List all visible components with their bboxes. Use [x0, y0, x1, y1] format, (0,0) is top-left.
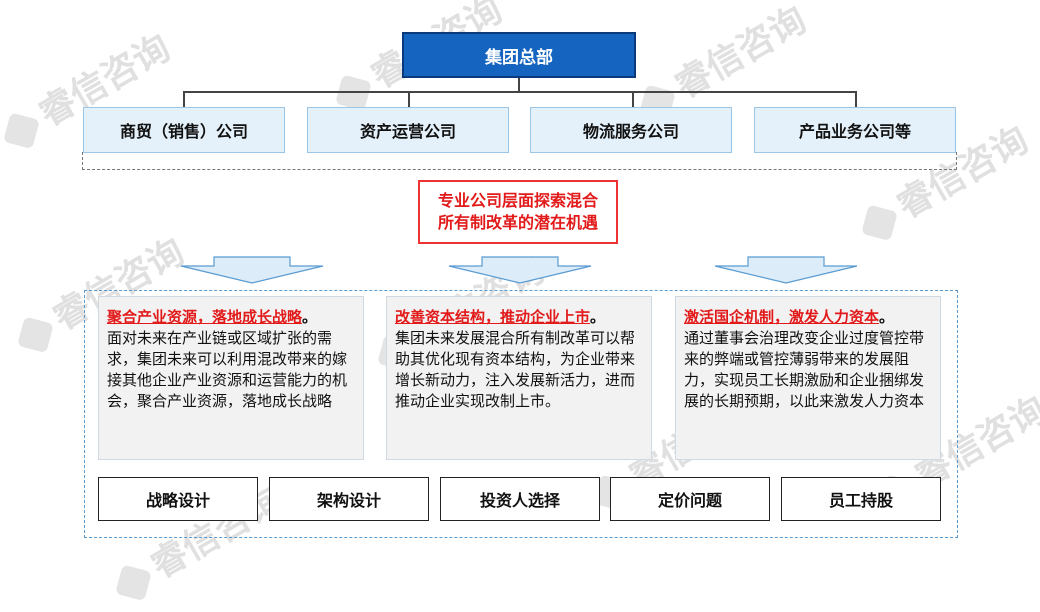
topic-investor-selection: 投资人选择 [440, 477, 600, 521]
opportunities-container [84, 290, 958, 538]
connector-line [408, 91, 410, 107]
topic-pricing: 定价问题 [610, 477, 770, 521]
card-title: 改善资本结构，推动企业上市 [395, 308, 591, 326]
card-body: 面对未来在产业链或区域扩张的需求，集团未来可以利用混改带来的嫁接其他企业产业资源… [107, 329, 348, 410]
topic-strategy-design: 战略设计 [98, 477, 258, 521]
subsidiary-box: 产品业务公司等 [754, 107, 956, 153]
connector-line [518, 78, 520, 92]
subsidiary-label: 商贸（销售）公司 [119, 122, 248, 141]
down-arrow-icon [714, 256, 858, 284]
down-arrow-icon [448, 256, 592, 284]
card-title-period: 。 [879, 308, 895, 326]
card-title-period: 。 [302, 308, 318, 326]
watermark-logo-icon [3, 112, 40, 150]
callout-line-1: 专业公司层面探索混合 [437, 191, 598, 210]
hq-label: 集团总部 [485, 47, 553, 68]
card-title-period: 。 [590, 308, 606, 326]
card-body: 通过董事会治理改变企业过度管控带来的弊端或管控薄弱带来的发展阻力，实现员工长期激… [684, 329, 925, 410]
connector-line [183, 91, 185, 107]
subsidiary-dashed-bracket [82, 152, 957, 170]
topic-label: 员工持股 [828, 491, 893, 510]
watermark-logo-icon [861, 204, 898, 242]
topic-label: 架构设计 [316, 491, 381, 510]
subsidiary-label: 资产运营公司 [359, 122, 456, 141]
opportunity-card: 改善资本结构，推动企业上市。 集团未来发展混合所有制改革可以帮助其优化现有资本结… [386, 296, 652, 460]
topic-employee-ownership: 员工持股 [781, 477, 941, 521]
subsidiary-box: 资产运营公司 [307, 107, 509, 153]
opportunity-card: 激活国企机制，激发人力资本。 通过董事会治理改变企业过度管控带来的弊端或管控薄弱… [675, 296, 941, 460]
subsidiary-label: 物流服务公司 [582, 122, 679, 141]
opportunity-callout: 专业公司层面探索混合 所有制改革的潜在机遇 [418, 180, 618, 244]
opportunity-card: 聚合产业资源，落地成长战略。 面对未来在产业链或区域扩张的需求，集团未来可以利用… [98, 296, 364, 460]
card-title: 激活国企机制，激发人力资本 [684, 308, 880, 326]
connector-line [632, 91, 634, 107]
watermark-logo-icon [17, 316, 54, 354]
topic-label: 战略设计 [145, 491, 210, 510]
card-body: 集团未来发展混合所有制改革可以帮助其优化现有资本结构，为企业带来增长新动力，注入… [395, 329, 636, 410]
subsidiary-label: 产品业务公司等 [798, 122, 911, 141]
topic-label: 投资人选择 [479, 491, 560, 510]
subsidiary-box: 物流服务公司 [530, 107, 732, 153]
callout-line-2: 所有制改革的潜在机遇 [437, 213, 598, 232]
topic-label: 定价问题 [657, 491, 722, 510]
topic-structure-design: 架构设计 [269, 477, 429, 521]
connector-line [183, 91, 856, 93]
subsidiary-box: 商贸（销售）公司 [83, 107, 285, 153]
group-headquarters: 集团总部 [402, 32, 636, 78]
down-arrow-icon [180, 256, 324, 284]
card-title: 聚合产业资源，落地成长战略 [107, 308, 303, 326]
connector-line [855, 91, 857, 107]
